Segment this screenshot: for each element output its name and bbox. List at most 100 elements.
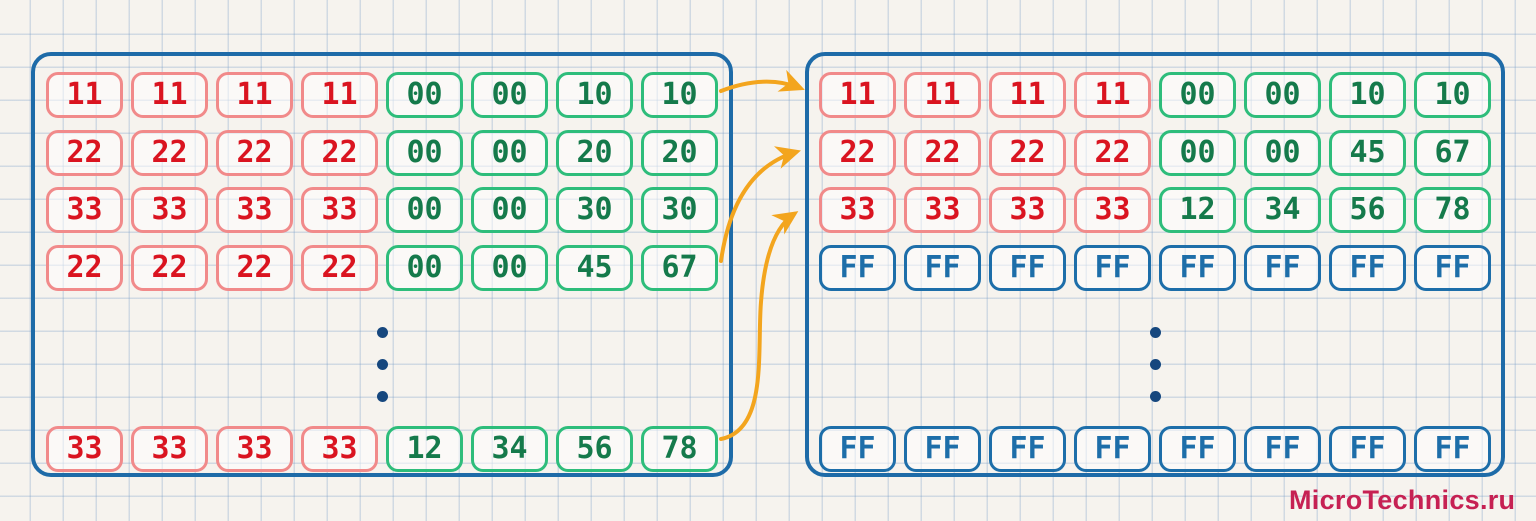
ellipsis-dot bbox=[376, 390, 388, 402]
memory-cell: 67 bbox=[641, 244, 718, 291]
memory-cell: 78 bbox=[1414, 187, 1491, 233]
memory-cell: 34 bbox=[471, 426, 548, 472]
memory-cell: 20 bbox=[641, 129, 718, 176]
memory-cell: 33 bbox=[1074, 187, 1151, 233]
memory-cell: 11 bbox=[1074, 72, 1151, 118]
ellipsis-dot bbox=[1149, 390, 1161, 402]
memory-cell: FF bbox=[1159, 426, 1236, 472]
memory-cell: 67 bbox=[1414, 129, 1491, 176]
memory-cell: FF bbox=[1074, 244, 1151, 291]
memory-cell: 22 bbox=[216, 244, 293, 291]
memory-cell: 78 bbox=[641, 426, 718, 472]
ellipsis-dot bbox=[376, 326, 388, 338]
memory-cell: 00 bbox=[1244, 129, 1321, 176]
memory-cell: 33 bbox=[301, 187, 378, 233]
memory-cell: 11 bbox=[216, 72, 293, 118]
memory-cell: 10 bbox=[556, 72, 633, 118]
memory-cell: 10 bbox=[641, 72, 718, 118]
memory-cell: 22 bbox=[131, 244, 208, 291]
memory-cell: FF bbox=[819, 426, 896, 472]
memory-cell: 33 bbox=[819, 187, 896, 233]
memory-cell: FF bbox=[1414, 244, 1491, 291]
memory-cell: 34 bbox=[1244, 187, 1321, 233]
memory-cell: 00 bbox=[471, 72, 548, 118]
memory-cell: 22 bbox=[46, 129, 123, 176]
memory-cell: FF bbox=[1329, 426, 1406, 472]
memory-cell: 22 bbox=[301, 129, 378, 176]
memory-cell: FF bbox=[1074, 426, 1151, 472]
memory-cell: FF bbox=[1244, 244, 1321, 291]
memory-cell: FF bbox=[989, 426, 1066, 472]
memory-cell: 33 bbox=[301, 426, 378, 472]
memory-cell: 00 bbox=[386, 244, 463, 291]
memory-cell: 11 bbox=[989, 72, 1066, 118]
memory-cell: 56 bbox=[556, 426, 633, 472]
memory-cell: 00 bbox=[386, 72, 463, 118]
memory-cell: 33 bbox=[131, 187, 208, 233]
memory-cell: 22 bbox=[301, 244, 378, 291]
memory-cell: 11 bbox=[46, 72, 123, 118]
memory-cell: 00 bbox=[386, 129, 463, 176]
memory-cell: 22 bbox=[1074, 129, 1151, 176]
memory-cell: 12 bbox=[386, 426, 463, 472]
memory-cell: 45 bbox=[556, 244, 633, 291]
memory-cell: 00 bbox=[1159, 129, 1236, 176]
memory-cell: 00 bbox=[471, 129, 548, 176]
memory-cell: FF bbox=[989, 244, 1066, 291]
memory-cell: 11 bbox=[904, 72, 981, 118]
ellipsis-dots bbox=[44, 302, 720, 426]
memory-cell: 22 bbox=[46, 244, 123, 291]
memory-cell: 12 bbox=[1159, 187, 1236, 233]
memory-cell: 22 bbox=[904, 129, 981, 176]
memory-cell: FF bbox=[1329, 244, 1406, 291]
ellipsis-dot bbox=[1149, 358, 1161, 370]
memory-cell: 20 bbox=[556, 129, 633, 176]
memory-cell: 00 bbox=[1159, 72, 1236, 118]
memory-cell: 45 bbox=[1329, 129, 1406, 176]
memory-cell: FF bbox=[904, 426, 981, 472]
memory-cell: FF bbox=[1244, 426, 1321, 472]
memory-cell: 11 bbox=[819, 72, 896, 118]
memory-cell: 33 bbox=[904, 187, 981, 233]
memory-cell: 33 bbox=[46, 187, 123, 233]
ellipsis-dot bbox=[376, 358, 388, 370]
memory-cell: 00 bbox=[1244, 72, 1321, 118]
memory-cell: 11 bbox=[131, 72, 208, 118]
watermark: MicroTechnics.ru bbox=[1289, 485, 1516, 515]
memory-cell: FF bbox=[1159, 244, 1236, 291]
memory-cell: 22 bbox=[131, 129, 208, 176]
memory-cell: 33 bbox=[989, 187, 1066, 233]
memory-cell: 10 bbox=[1414, 72, 1491, 118]
memory-cell: 11 bbox=[301, 72, 378, 118]
memory-cell: 30 bbox=[556, 187, 633, 233]
memory-cell: 10 bbox=[1329, 72, 1406, 118]
memory-cell: 22 bbox=[989, 129, 1066, 176]
memory-cell: 33 bbox=[216, 187, 293, 233]
memory-cell: 33 bbox=[131, 426, 208, 472]
memory-cell: 00 bbox=[471, 244, 548, 291]
memory-cell: 22 bbox=[216, 129, 293, 176]
ellipsis-dot bbox=[1149, 326, 1161, 338]
memory-cell: FF bbox=[904, 244, 981, 291]
memory-cell: 33 bbox=[46, 426, 123, 472]
memory-cell: 33 bbox=[216, 426, 293, 472]
memory-cell: FF bbox=[1414, 426, 1491, 472]
memory-cell: FF bbox=[819, 244, 896, 291]
memory-cell: 56 bbox=[1329, 187, 1406, 233]
memory-cell: 30 bbox=[641, 187, 718, 233]
memory-cell: 22 bbox=[819, 129, 896, 176]
ellipsis-dots bbox=[818, 302, 1492, 426]
memory-cell: 00 bbox=[471, 187, 548, 233]
